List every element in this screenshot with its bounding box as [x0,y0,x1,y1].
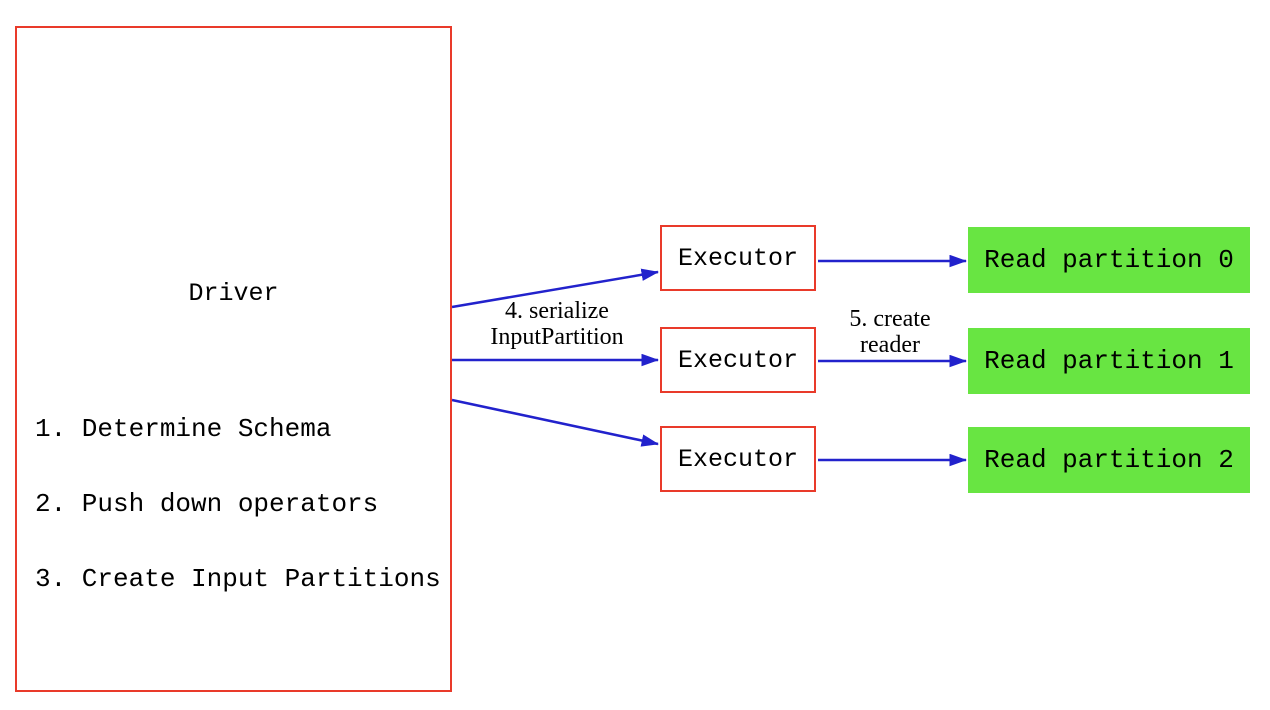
arrow-driver-to-executor-2 [451,398,659,447]
partition-label-1: Read partition 1 [984,346,1234,376]
executor-node-1: Executor [660,327,816,393]
executor-node-0: Executor [660,225,816,291]
driver-step-2: 2. Push down operators [35,489,379,519]
edge-label-create-reader: 5. create reader [815,306,965,358]
executor-label-0: Executor [677,243,799,273]
edge-label-serialize: 4. serialize InputPartition [462,298,652,350]
driver-title: Driver [188,279,279,308]
edge-label-serialize-line-2: InputPartition [490,324,624,350]
partition-node-0: Read partition 0 [968,227,1250,293]
executor-label-2: Executor [677,444,799,474]
driver-node: Driver 1. Determine Schema 2. Push down … [15,26,452,692]
edge-label-serialize-line-1: 4. serialize [505,298,609,324]
edge-label-create-reader-line-2: reader [860,332,920,358]
partition-node-1: Read partition 1 [968,328,1250,394]
partition-label-0: Read partition 0 [984,245,1234,275]
driver-steps: 1. Determine Schema 2. Push down operato… [35,367,455,642]
executor-label-1: Executor [677,345,799,375]
driver-step-3: 3. Create Input Partitions [35,564,441,594]
driver-step-1: 1. Determine Schema [35,414,332,444]
executor-node-2: Executor [660,426,816,492]
edge-label-create-reader-line-1: 5. create [849,306,931,332]
partition-label-2: Read partition 2 [984,445,1234,475]
partition-node-2: Read partition 2 [968,427,1250,493]
